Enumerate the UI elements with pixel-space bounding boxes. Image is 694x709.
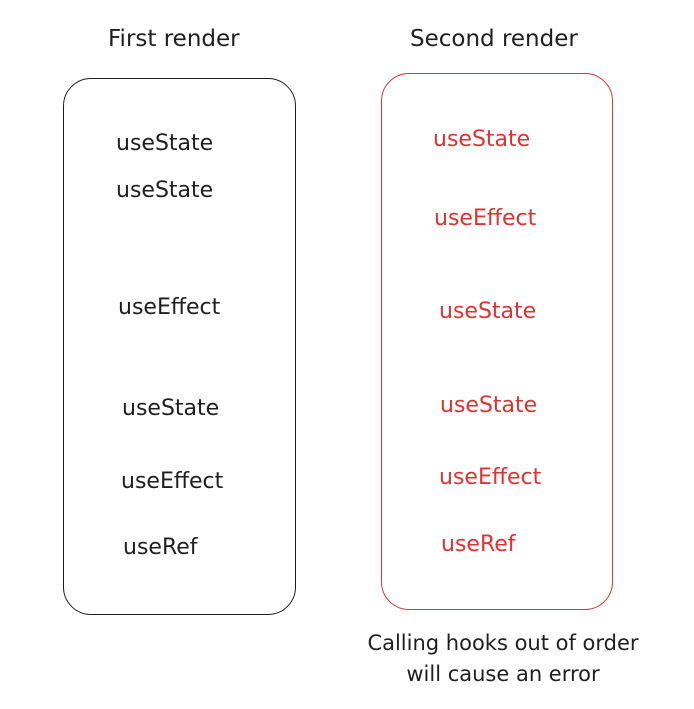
error-caption: Calling hooks out of order will cause an… bbox=[330, 628, 676, 690]
second-render-box bbox=[381, 73, 613, 610]
first-render-hook-1: useState bbox=[116, 131, 214, 156]
first-render-hook-2: useState bbox=[116, 178, 214, 203]
first-render-box bbox=[63, 78, 296, 615]
first-render-hook-4: useState bbox=[122, 396, 220, 421]
first-render-hook-6: useRef bbox=[123, 535, 198, 560]
second-render-hook-4: useState bbox=[440, 393, 538, 418]
second-render-hook-5: useEffect bbox=[439, 465, 542, 490]
second-render-hook-3: useState bbox=[439, 299, 537, 324]
second-render-hook-1: useState bbox=[433, 127, 531, 152]
second-render-hook-2: useEffect bbox=[434, 206, 537, 231]
first-render-hook-3: useEffect bbox=[118, 295, 221, 320]
second-render-hook-6: useRef bbox=[441, 532, 516, 557]
first-render-hook-5: useEffect bbox=[121, 469, 224, 494]
caption-line-1: Calling hooks out of order bbox=[367, 631, 639, 655]
caption-line-2: will cause an error bbox=[406, 662, 600, 686]
first-render-title: First render bbox=[108, 26, 240, 52]
second-render-title: Second render bbox=[410, 26, 578, 52]
